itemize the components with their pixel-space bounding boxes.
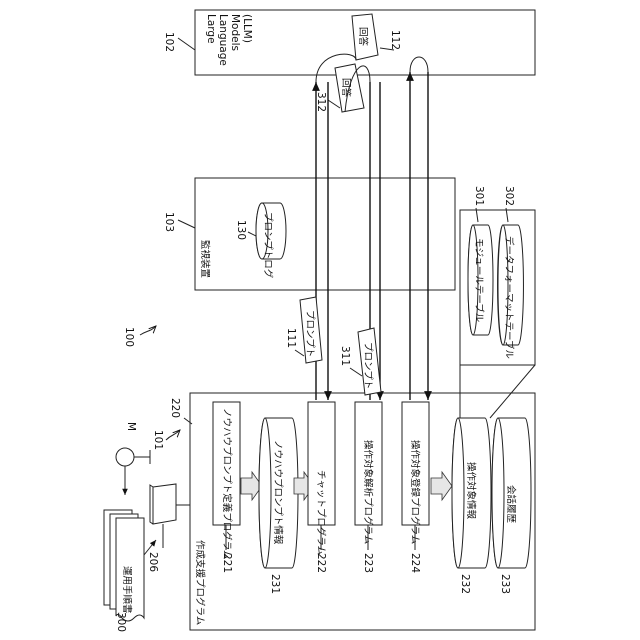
prompt-311-label: プロンプト [362,342,373,389]
knowhow-def-program-ref: 221 [221,553,233,573]
monitor-ref: 103 [163,212,175,232]
knowhow-prompt-info-cylinder: ノウハウプロンプト情報 231 [259,418,298,594]
module-table-ref: 301 [473,186,485,206]
prompt-111-label: プロンプト [304,310,315,357]
history-label: 会話履歴 [505,485,517,524]
analysis-program-ref: 223 [362,553,374,573]
chat-program-ref: 222 [315,553,327,573]
program-group-box: 220 作成支援プログラム ノウハウプロンプト定義プログラム 221 ノウハウプ… [169,393,535,630]
knowhow-def-program-label: ノウハウプロンプト定義プログラム [221,408,233,559]
manual-ref: 300 [115,612,127,632]
system-ref: 100 [123,327,135,347]
prompt-311: プロンプト 311 [339,328,381,395]
target-info-cylinder: 操作対象情報 232 [452,418,491,594]
answer-312-label: 回答 [340,78,352,98]
input-device-ref: 206 [147,552,159,572]
manual-stack: 運用手順書 300 [104,510,144,632]
prompt-log-label: プロンプトログ [262,212,274,279]
llm-ref: 102 [163,32,175,52]
system-arrow [140,326,156,335]
target-info-ref: 232 [459,574,471,594]
llm-label-4: (LLM) [241,14,253,43]
llm-label-2: Language [217,14,229,66]
tables-group: モジュールテーブル データフォーマットテーブル 301 302 [460,186,535,365]
terminal-arrow [166,430,180,440]
llm-label-1: Large [205,14,217,44]
knowhow-prompt-info-label: ノウハウプロンプト情報 [272,440,284,545]
monitor-box: 103 監視装置 プロンプトログ 130 [163,178,455,290]
program-group-ref: 220 [169,398,181,418]
knowhow-prompt-info-ref: 231 [269,574,281,594]
prompt-111-ref: 111 [285,328,297,348]
prompt-log-ref: 130 [235,220,247,240]
history-cylinder: 会話履歴 233 [492,418,531,594]
answer-112-ref: 112 [389,30,401,50]
user-icon: M [116,422,150,466]
data-format-table-ref: 302 [503,186,515,206]
monitor-label: 監視装置 [199,240,211,278]
history-ref: 233 [499,574,511,594]
llm-label-3: Models [229,14,241,51]
target-info-label: 操作対象情報 [465,462,477,520]
input-device: 206 [147,484,176,572]
manual-label: 運用手順書 [121,566,133,614]
llm-leader [178,38,195,50]
answer-312-ref: 312 [315,92,327,112]
answer-112-label: 回答 [357,27,369,47]
program-group-label: 作成支援プログラム [194,540,206,625]
module-table-label: モジュールテーブル [473,238,485,323]
prompt-311-ref: 311 [339,346,351,366]
data-format-table-label: データフォーマットテーブル [503,236,515,359]
prompt-111: プロンプト 111 [285,297,322,363]
registration-program-ref: 224 [409,553,421,573]
user-ref: M [125,422,137,431]
terminal-ref: 101 [152,430,164,450]
